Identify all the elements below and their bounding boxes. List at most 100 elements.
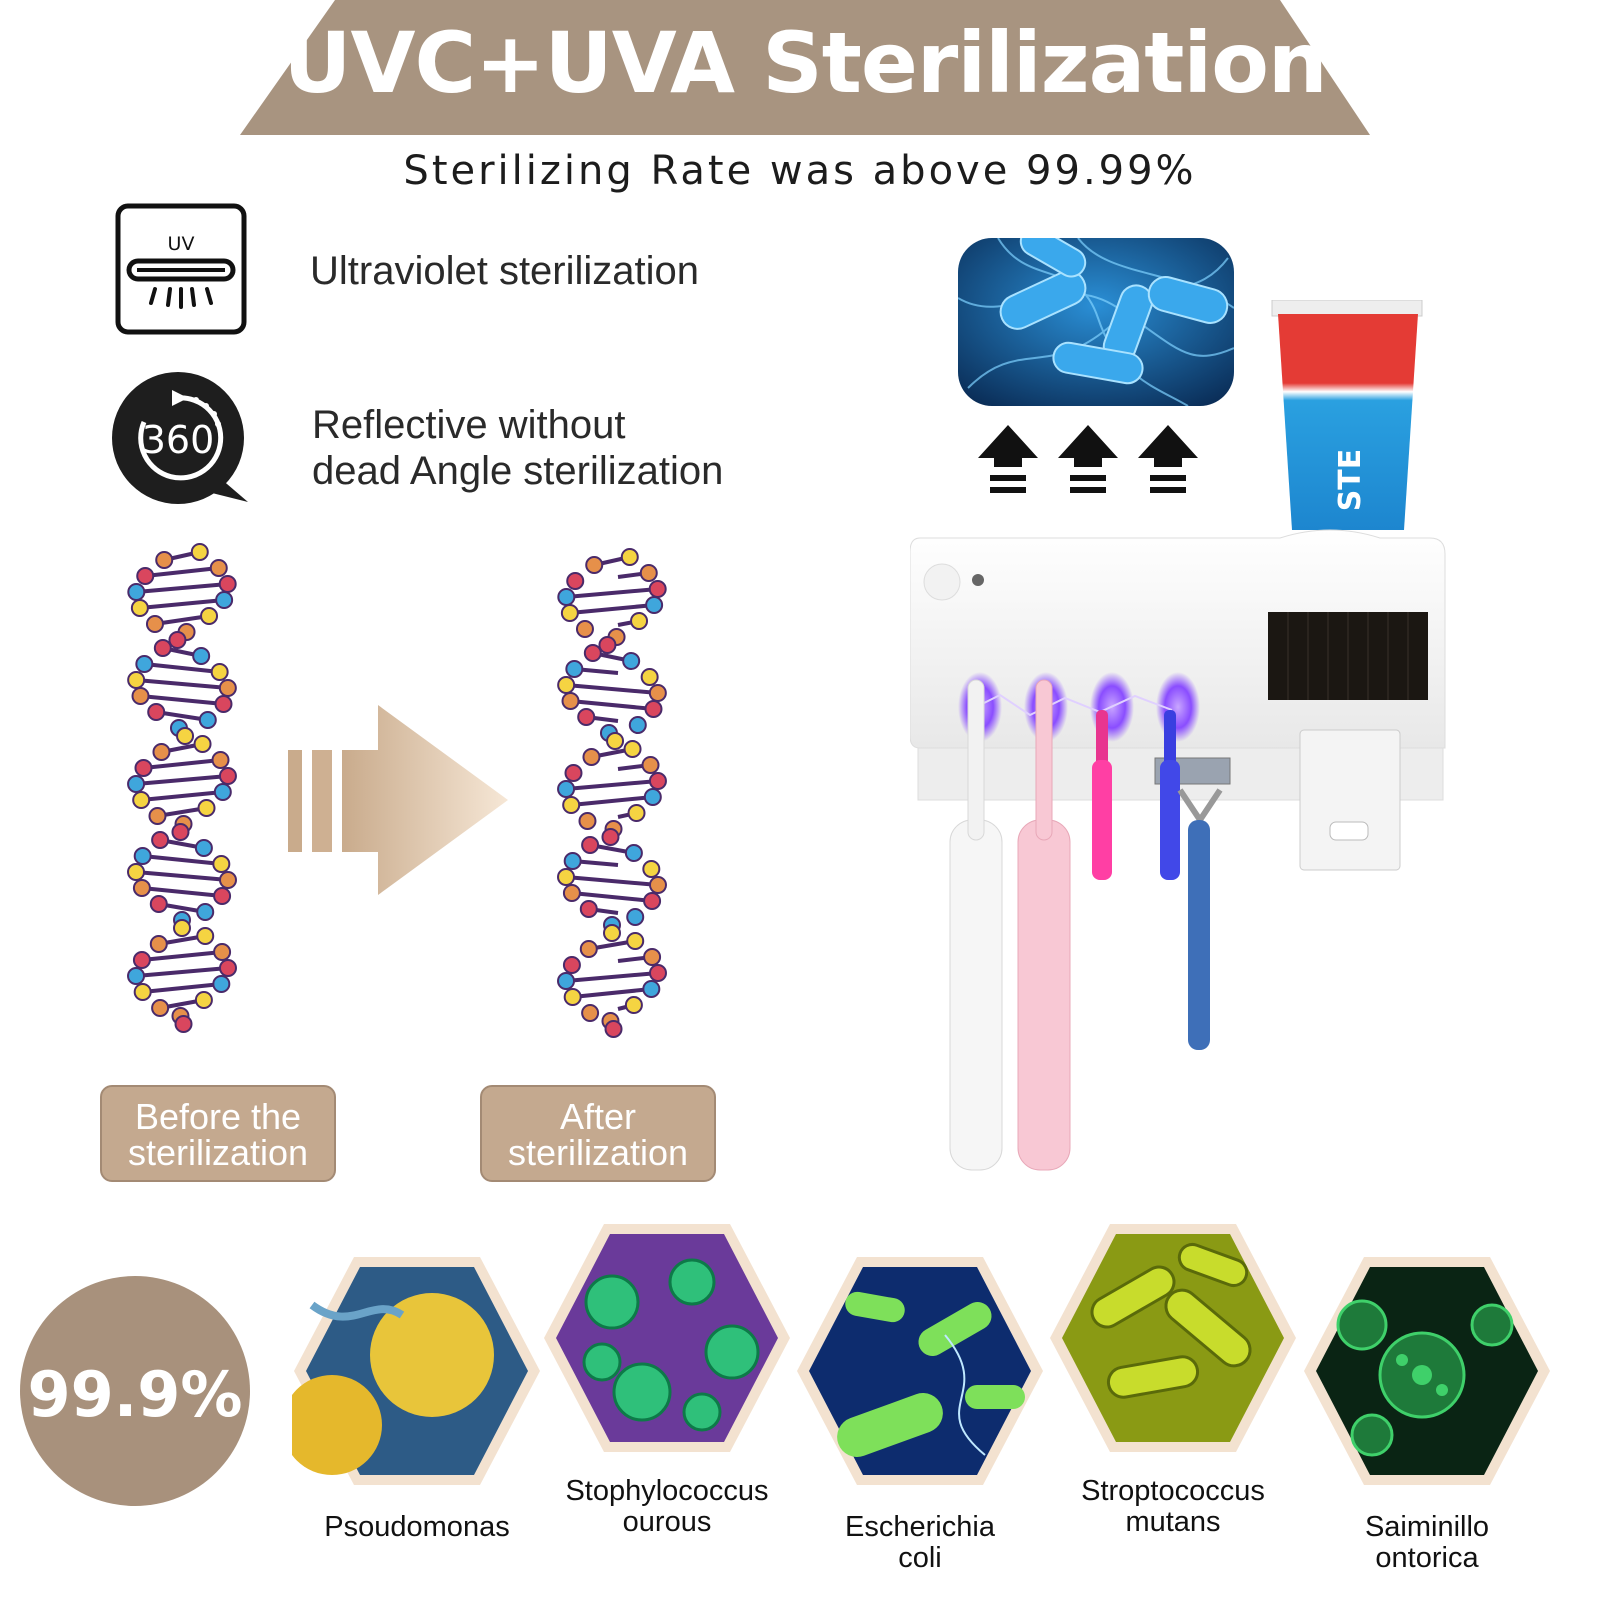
dna-rung: [142, 982, 222, 994]
dna-node: [630, 612, 649, 630]
svg-text:UV: UV: [168, 233, 195, 255]
dna-node: [624, 996, 643, 1014]
dna-node: [598, 636, 617, 654]
dna-node: [557, 780, 576, 798]
dna-node: [561, 692, 580, 710]
page-subtitle: Sterilizing Rate was above 99.99%: [403, 148, 1197, 194]
sterilization-rate-circle: [20, 1276, 250, 1506]
dna-rung: [145, 566, 219, 578]
dna-node: [606, 732, 625, 750]
dna-node: [214, 695, 233, 713]
dna-node: [622, 652, 641, 670]
dna-node: [152, 743, 171, 761]
dna-node: [192, 647, 211, 665]
dna-rung: [154, 614, 210, 626]
dna-node: [624, 844, 643, 862]
bacteria-hexagon-5: [1304, 1257, 1550, 1485]
dna-node: [557, 972, 576, 990]
dna-node: [648, 580, 667, 598]
dna-node: [173, 919, 191, 937]
dna-node: [212, 855, 231, 873]
dna-node: [585, 556, 604, 574]
dna-rung: [135, 678, 229, 690]
bacteria-label-3: Escherichia coli: [845, 1511, 995, 1574]
dna-node: [147, 703, 166, 721]
dna-after-image: [557, 548, 667, 1038]
dna-node: [643, 892, 662, 910]
transition-arrow-icon: [288, 705, 508, 895]
sterilizer-product-image: STE: [910, 300, 1446, 1171]
dna-rung: [142, 854, 222, 866]
dna-rung: [566, 587, 658, 599]
dna-node: [200, 607, 219, 625]
dna-rung: [135, 966, 229, 978]
dna-node: [127, 671, 146, 689]
feature-uv-text: Ultraviolet sterilization: [310, 249, 700, 293]
dna-node: [130, 599, 149, 617]
dna-node: [583, 644, 602, 662]
dna-rung: [569, 603, 655, 615]
dna-node: [132, 951, 151, 969]
dna-rung: [565, 683, 659, 695]
dna-node: [132, 791, 151, 809]
dna-node: [643, 948, 662, 966]
dna-node: [581, 1004, 600, 1022]
dna-node: [579, 940, 598, 958]
dna-rung: [140, 790, 224, 802]
dna-node: [197, 799, 216, 817]
dna-node: [640, 668, 659, 686]
germs-image: [958, 238, 1234, 406]
dna-rung: [572, 987, 652, 999]
dna-node: [133, 847, 152, 865]
dna-node: [218, 575, 237, 593]
dna-rung: [141, 950, 223, 962]
dna-node: [579, 900, 598, 918]
dna-node: [648, 876, 667, 894]
bacteria-label-5: Saiminillo ontorica: [1364, 1511, 1490, 1574]
dna-node: [565, 660, 584, 678]
dna-node: [193, 735, 212, 753]
dna-node: [575, 620, 594, 638]
dna-rung: [135, 774, 229, 786]
bacteria-hexagon-1: [292, 1257, 540, 1485]
dna-node: [145, 615, 164, 633]
dna-node: [562, 796, 581, 814]
dna-node: [648, 964, 667, 982]
dna-node: [127, 967, 146, 985]
dna-rung: [565, 875, 659, 887]
dna-rung: [135, 870, 229, 882]
bacteria-hexagon-2: [544, 1224, 790, 1452]
dna-node: [620, 548, 639, 566]
bacteria-label-1: Psoudomonas: [324, 1511, 510, 1543]
after-sterilization-tag: After sterilization: [480, 1085, 716, 1182]
bacteria-hexagon-4: [1050, 1224, 1296, 1452]
dna-node: [564, 764, 583, 782]
dna-node: [151, 831, 170, 849]
dna-node: [215, 591, 234, 609]
dna-node: [149, 895, 168, 913]
dna-node: [135, 655, 154, 673]
page-title: UVC+UVA Sterilization: [283, 14, 1327, 112]
dna-node: [557, 676, 576, 694]
dna-node: [603, 924, 621, 942]
dna-node: [566, 572, 585, 590]
dna-node: [155, 551, 174, 569]
bacteria-label-2: Stophylococcus ourous: [565, 1475, 769, 1538]
header-banner: [240, 0, 1370, 135]
dna-node: [149, 935, 168, 953]
dna-node: [176, 727, 195, 745]
bacteria-hexagon-3: [797, 1257, 1043, 1485]
bacteria-label-4: Stroptococcus mutans: [1081, 1475, 1265, 1538]
dna-node: [136, 567, 155, 585]
dna-rung: [570, 699, 654, 711]
svg-text:STE: STE: [1333, 449, 1368, 512]
dna-node: [127, 775, 146, 793]
dna-node: [626, 908, 645, 926]
dna-node: [131, 687, 150, 705]
dna-node: [604, 1020, 623, 1038]
dna-node: [218, 959, 237, 977]
dna-node: [194, 839, 213, 857]
dna-node: [198, 711, 217, 729]
dna-node: [190, 543, 209, 561]
dna-node: [557, 588, 576, 606]
